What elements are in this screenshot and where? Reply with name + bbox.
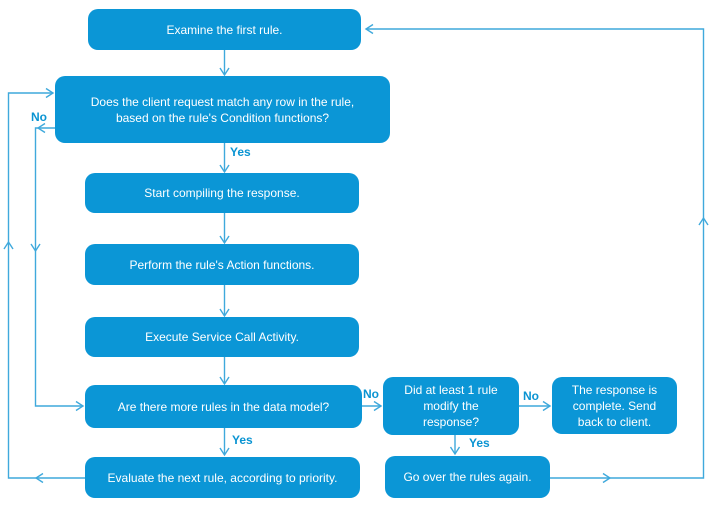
arrow-up-icon — [698, 216, 709, 226]
edge-label-modified-no: No — [523, 389, 539, 403]
node-client-request-match-decision: Does the client request match any row in… — [55, 76, 390, 143]
edge-label-more-rules-no: No — [363, 387, 379, 401]
node-perform-action-functions: Perform the rule's Action functions. — [85, 244, 359, 285]
arrow-left-icon — [34, 472, 44, 484]
edge-go-over-to-examine — [364, 23, 705, 479]
arrow-down-icon — [30, 243, 41, 253]
node-go-over-rules-again: Go over the rules again. — [385, 456, 550, 498]
node-rule-modified-decision: Did at least 1 rule modify the response? — [383, 377, 519, 435]
node-text: Does the client request match any row in… — [90, 94, 355, 125]
node-text: Examine the first rule. — [166, 22, 283, 37]
edge-label-match-no: No — [31, 110, 47, 124]
node-text: Go over the rules again. — [403, 470, 532, 484]
arrow-left-icon — [36, 122, 46, 134]
edge-label-match-yes: Yes — [230, 145, 251, 159]
node-text: Are there more rules in the data model? — [117, 399, 330, 414]
node-start-compiling-response: Start compiling the response. — [85, 173, 359, 213]
edge-match-no — [34, 127, 85, 412]
edge-evaluate-to-match — [7, 87, 85, 479]
node-execute-service-call: Execute Service Call Activity. — [85, 317, 359, 357]
arrow-up-icon — [3, 240, 14, 250]
node-response-complete: The response is complete. Send back to c… — [552, 377, 677, 434]
node-evaluate-next-rule: Evaluate the next rule, according to pri… — [85, 457, 360, 498]
node-text: Start compiling the response. — [144, 186, 300, 200]
node-text: The response is complete. Send back to c… — [571, 382, 658, 429]
edge-label-more-rules-yes: Yes — [232, 433, 253, 447]
node-text: Perform the rule's Action functions. — [129, 257, 315, 272]
arrow-right-icon — [602, 472, 612, 484]
node-text: Evaluate the next rule, according to pri… — [107, 470, 338, 485]
node-examine-first-rule: Examine the first rule. — [88, 9, 361, 50]
node-text: Execute Service Call Activity. — [145, 330, 299, 344]
edge-label-modified-yes: Yes — [469, 436, 490, 450]
node-text: Did at least 1 rule modify the response? — [404, 383, 498, 429]
node-more-rules-decision: Are there more rules in the data model? — [85, 385, 362, 428]
